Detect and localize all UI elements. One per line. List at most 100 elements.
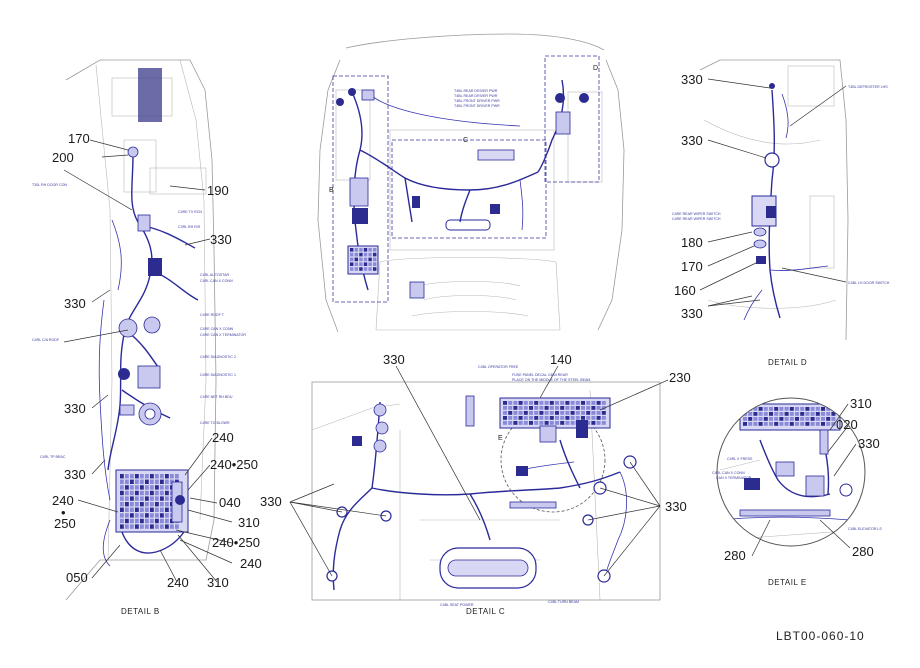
fuse-cell <box>534 411 539 415</box>
caption-detail-e: DETAIL E <box>768 578 807 587</box>
fuse-cell <box>758 417 763 421</box>
fuse-cell <box>826 417 831 421</box>
callout-e-310: 310 <box>850 396 872 411</box>
fuse-cell <box>165 524 169 529</box>
fuse-cell <box>591 411 596 415</box>
marker-b: B <box>329 187 334 194</box>
fuse-cell <box>120 485 124 490</box>
fuse-cell <box>774 417 779 421</box>
fuse-cell <box>135 474 139 479</box>
fuse-cell <box>601 421 606 425</box>
callout-c-330-b: 330 <box>260 494 282 509</box>
fuse-cell <box>795 422 799 426</box>
fuse-cell <box>120 496 124 501</box>
fuse-cell <box>160 502 164 507</box>
fuse-cell <box>800 417 805 421</box>
fuse-cell <box>748 417 753 421</box>
detail-e <box>716 397 866 557</box>
fuse-cell <box>523 416 528 420</box>
fuse-cell <box>779 407 784 411</box>
fuse-cell <box>591 401 596 405</box>
fuse-cell <box>565 416 570 420</box>
fuse-cell <box>145 524 149 529</box>
fuse-cell <box>800 412 805 416</box>
fuse-cell <box>155 524 159 529</box>
fuse-cell <box>549 411 554 415</box>
fuse-cell <box>763 417 768 421</box>
fuse-cell <box>150 474 154 479</box>
fuse-cell <box>145 502 149 507</box>
fuse-cell <box>769 417 773 421</box>
note-b-1: C4RE TX RCN <box>178 210 202 214</box>
fuse-cell <box>779 412 784 416</box>
detail-b-leaders <box>63 139 233 583</box>
fuse-cell <box>368 267 372 271</box>
callout-b-050: 050 <box>66 570 88 585</box>
fuse-cell <box>503 401 507 405</box>
fuse-cell <box>774 407 779 411</box>
fuse-cell <box>150 485 154 490</box>
fuse-cell <box>363 248 368 252</box>
fuse-cell <box>150 513 154 518</box>
callout-b-200: 200 <box>52 150 74 165</box>
fuse-cell <box>160 490 164 496</box>
detail-b <box>65 59 217 601</box>
fuse-cell <box>373 257 377 262</box>
fuse-cell <box>555 406 559 410</box>
callout-d-330-b: 330 <box>681 133 703 148</box>
note-d-2: C4RE REAR WIPER SWITCH <box>672 217 721 221</box>
fuse-cell <box>145 485 149 490</box>
fuse-cell <box>155 507 159 512</box>
fuse-cell <box>354 257 358 262</box>
fuse-cell <box>125 485 129 490</box>
fuse-cell <box>789 417 794 421</box>
fuse-cell <box>165 518 169 524</box>
fuse-cell <box>155 479 159 484</box>
fuse-cell <box>758 412 763 416</box>
fuse-cell <box>368 252 372 257</box>
callout-b-310-a: 310 <box>238 515 260 530</box>
fuse-cell <box>175 474 179 479</box>
callout-b-240-d: 240 <box>240 556 262 571</box>
fuse-cell <box>769 422 773 426</box>
fuse-cell <box>529 416 533 420</box>
fuse-cell <box>130 485 134 490</box>
fuse-cell <box>570 406 575 410</box>
fuse-cell <box>523 401 528 405</box>
fuse-cell <box>826 422 831 426</box>
note-b-10: C4RE DIAGNOSTIC 1 <box>200 373 236 377</box>
caption-detail-b: DETAIL B <box>121 607 160 616</box>
fuse-cell <box>120 502 124 507</box>
fuse-cell <box>769 412 773 416</box>
fuse-cell <box>150 518 154 524</box>
fuse-cell <box>523 406 528 410</box>
fuse-cell <box>165 496 169 501</box>
fuse-cell <box>601 416 606 420</box>
fuse-cell <box>789 422 794 426</box>
fuse-cell <box>518 406 523 410</box>
fuse-cell <box>513 416 518 420</box>
note-b-8: C4RE CAN X TERMINATOR <box>200 333 246 337</box>
fuse-cell <box>591 406 596 410</box>
fuse-cell <box>125 496 129 501</box>
fuse-cell <box>170 474 174 479</box>
fuse-cell <box>513 401 518 405</box>
callout-b-bullet: • <box>61 505 66 520</box>
fuse-cell <box>135 502 139 507</box>
fuse-cell <box>140 496 144 501</box>
fuse-cell <box>150 524 154 529</box>
fuse-cell <box>125 524 129 529</box>
fuse-cell <box>170 524 174 529</box>
fuse-cell <box>160 518 164 524</box>
fuse-cell <box>145 513 149 518</box>
fuse-cell <box>544 406 549 410</box>
callout-c-230: 230 <box>669 370 691 385</box>
fuse-cell <box>601 401 606 405</box>
fuse-cell <box>784 417 789 421</box>
callout-e-020: 020 <box>836 417 858 432</box>
fuse-cell <box>130 496 134 501</box>
caption-detail-c: DETAIL C <box>466 607 505 616</box>
fuse-cell <box>800 407 805 411</box>
fuse-cell <box>363 257 368 262</box>
fuse-cell <box>544 411 549 415</box>
